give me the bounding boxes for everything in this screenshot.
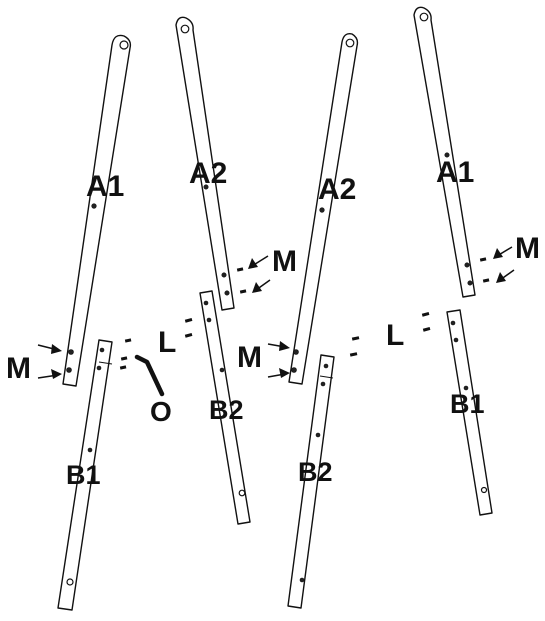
label-m-3: M: [237, 341, 262, 374]
screws-m-left: [119, 338, 132, 370]
label-b2-left: B2: [209, 395, 244, 425]
bar-a2-right: [288, 32, 359, 385]
label-m-4: M: [515, 232, 540, 265]
label-a2-right: A2: [318, 173, 356, 206]
label-b1-right: B1: [450, 389, 485, 419]
arrow-m-3b: [267, 368, 290, 378]
screws-l-leg2: [184, 317, 193, 338]
bar-a1-left: [62, 34, 132, 387]
leg-3: [287, 32, 359, 609]
bar-a1-right: [413, 6, 476, 298]
screws-l-leg4: [421, 311, 431, 332]
leg-4: [413, 6, 493, 516]
arrow-m-4a: [493, 246, 513, 259]
allen-key-icon: [134, 354, 165, 397]
label-a2-left: A2: [189, 157, 227, 190]
arrow-m-2a: [248, 255, 269, 269]
leg-1: [57, 34, 132, 611]
label-l-2: L: [386, 319, 404, 352]
arrow-m-1a: [37, 344, 62, 354]
screws-m-leg4: [479, 257, 490, 283]
screws-m-leg3: [349, 336, 360, 357]
arrow-m-1b: [37, 369, 62, 379]
arrow-m-3a: [267, 341, 290, 351]
bar-a2-left: [175, 16, 235, 311]
label-l-1: L: [158, 326, 176, 359]
label-m-1: M: [6, 352, 31, 385]
label-o: O: [150, 396, 172, 427]
label-a1-right: A1: [436, 156, 474, 189]
arrow-m-4b: [496, 269, 515, 283]
leg-2: [175, 16, 251, 525]
bar-b2-left: [199, 290, 251, 525]
bar-b1-left: [57, 339, 113, 611]
screws-m-leg2: [236, 267, 247, 294]
label-a1-left: A1: [86, 170, 124, 203]
label-m-2: M: [272, 245, 297, 278]
label-b2-right: B2: [298, 457, 333, 487]
bar-b2-right: [287, 354, 335, 609]
bar-b1-right: [446, 309, 493, 516]
label-b1-left: B1: [66, 460, 101, 490]
arrow-m-2b: [252, 279, 271, 293]
